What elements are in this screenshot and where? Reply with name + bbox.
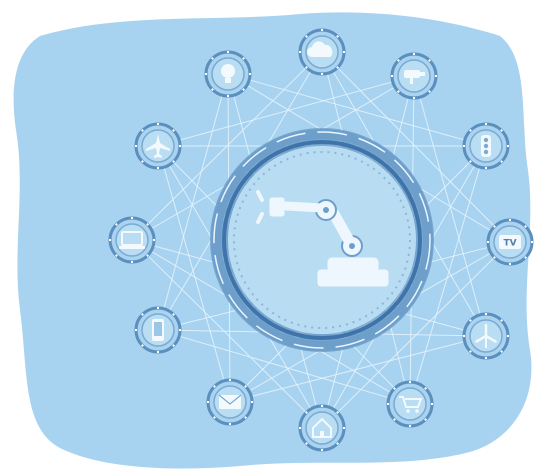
mail-icon [219, 395, 241, 409]
device-node [135, 307, 181, 353]
central-hub [210, 128, 434, 352]
tv-icon: TV [499, 235, 521, 249]
device-node [109, 217, 155, 263]
device-node [135, 123, 181, 169]
device-node [387, 381, 433, 427]
node-inner [394, 388, 426, 420]
device-node [463, 123, 509, 169]
tv-label: TV [503, 239, 516, 249]
traffic-light-icon [481, 135, 491, 157]
device-node [205, 51, 251, 97]
node-inner [116, 224, 148, 256]
device-node [207, 379, 253, 425]
device-node [391, 53, 437, 99]
device-node [299, 29, 345, 75]
device-node [463, 313, 509, 359]
smartphone-icon [152, 319, 164, 341]
node-inner [306, 412, 338, 444]
device-node: TV [487, 219, 533, 265]
device-node [299, 405, 345, 451]
